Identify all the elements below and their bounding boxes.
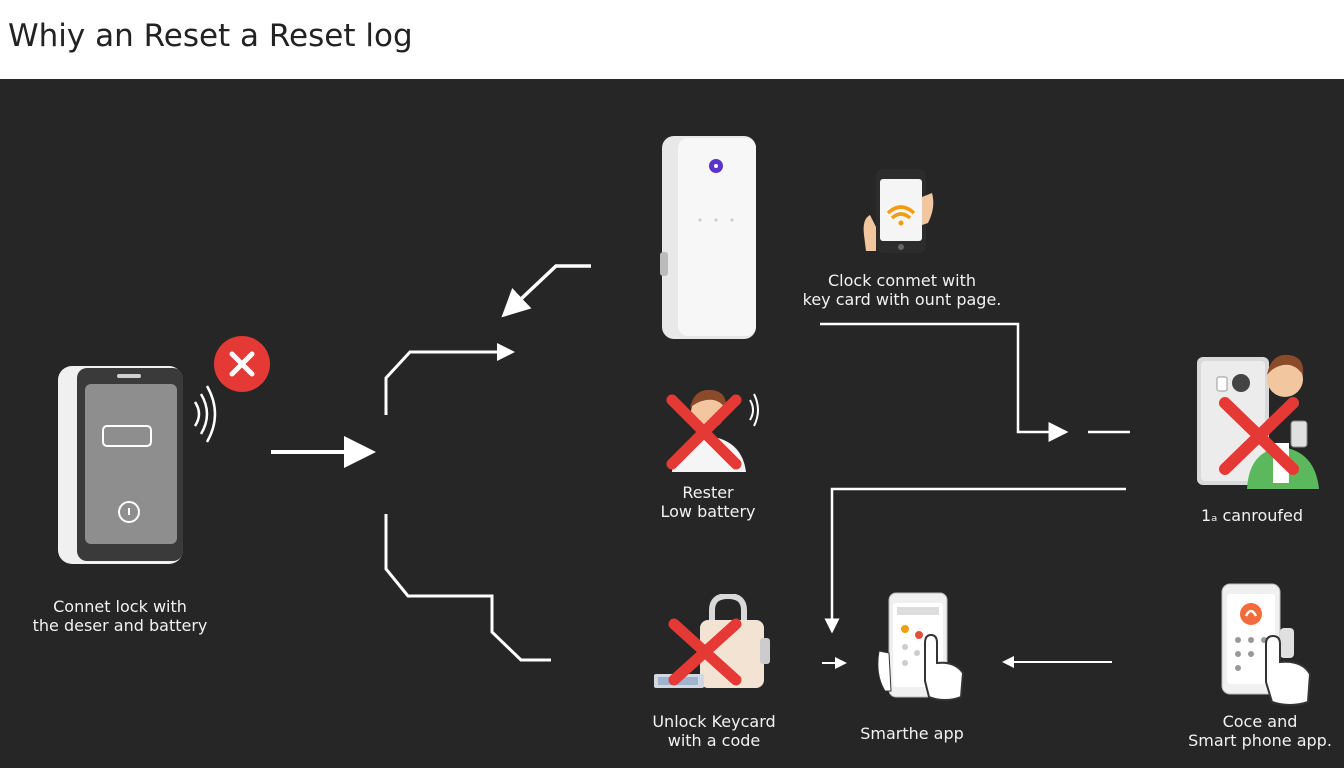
caption-line: the deser and battery — [32, 616, 208, 635]
connector-door-to-app — [824, 487, 1126, 634]
phone-keypad-hand-icon — [1221, 583, 1312, 706]
caption-line: Rester — [682, 483, 734, 502]
person-door-node — [1195, 351, 1325, 496]
diagram-canvas: Connet lock with the deser and battery — [0, 79, 1344, 768]
caption-line: Clock conmet with — [827, 271, 976, 290]
caption-line: with a code — [667, 731, 761, 750]
close-icon — [214, 336, 270, 392]
phone-keypad-node — [1218, 582, 1318, 712]
caption-person-door: 1ₐ canroufed — [1152, 506, 1344, 525]
phone-wifi-node — [862, 167, 938, 262]
caption-phone-keypad: Coce and Smart phone app. — [1160, 712, 1344, 750]
arrow-from-reader — [501, 264, 591, 318]
caption-line: Low battery — [660, 502, 756, 521]
keycard-node — [652, 592, 772, 699]
caption-line: key card with ount page. — [802, 290, 1002, 309]
caption-phone-app: Smarthe app — [812, 724, 1012, 743]
smart-lock-keypad-icon — [58, 366, 217, 564]
error-badge — [213, 335, 273, 400]
page-title: Whiy an Reset a Reset log — [8, 18, 413, 54]
header: Whiy an Reset a Reset log — [0, 0, 1344, 79]
phone-app-hand-icon — [877, 592, 965, 701]
caption-line: Smart phone app. — [1188, 731, 1332, 750]
keycard-padlock-crossed-icon — [654, 592, 770, 688]
person-reset-node — [662, 382, 762, 479]
caption-line: Coce and — [1222, 712, 1298, 731]
connector-lines — [271, 264, 1130, 669]
caption-line: Unlock Keycard — [652, 712, 776, 731]
connector-phone-to-door — [820, 322, 1069, 442]
person-crossed-icon — [666, 389, 759, 472]
phone-wifi-icon — [863, 169, 934, 253]
person-door-crossed-icon — [1197, 354, 1319, 489]
caption-line: Smarthe app — [860, 724, 964, 743]
branch-lower — [384, 514, 551, 662]
phone-app-node — [875, 591, 970, 711]
caption-keypad-lock: Connet lock with the deser and battery — [20, 597, 220, 635]
caption-line: Connet lock with — [53, 597, 187, 616]
card-reader-icon — [660, 136, 756, 339]
caption-line: 1ₐ canroufed — [1200, 506, 1304, 525]
caption-person-reset: Rester Low battery — [608, 483, 808, 521]
caption-phone-wifi: Clock conmet with key card with ount pag… — [802, 271, 1002, 309]
branch-upper — [384, 343, 515, 415]
keypad-lock-node — [55, 364, 275, 574]
wall-reader-node — [660, 134, 760, 347]
caption-keycard: Unlock Keycard with a code — [614, 712, 814, 750]
